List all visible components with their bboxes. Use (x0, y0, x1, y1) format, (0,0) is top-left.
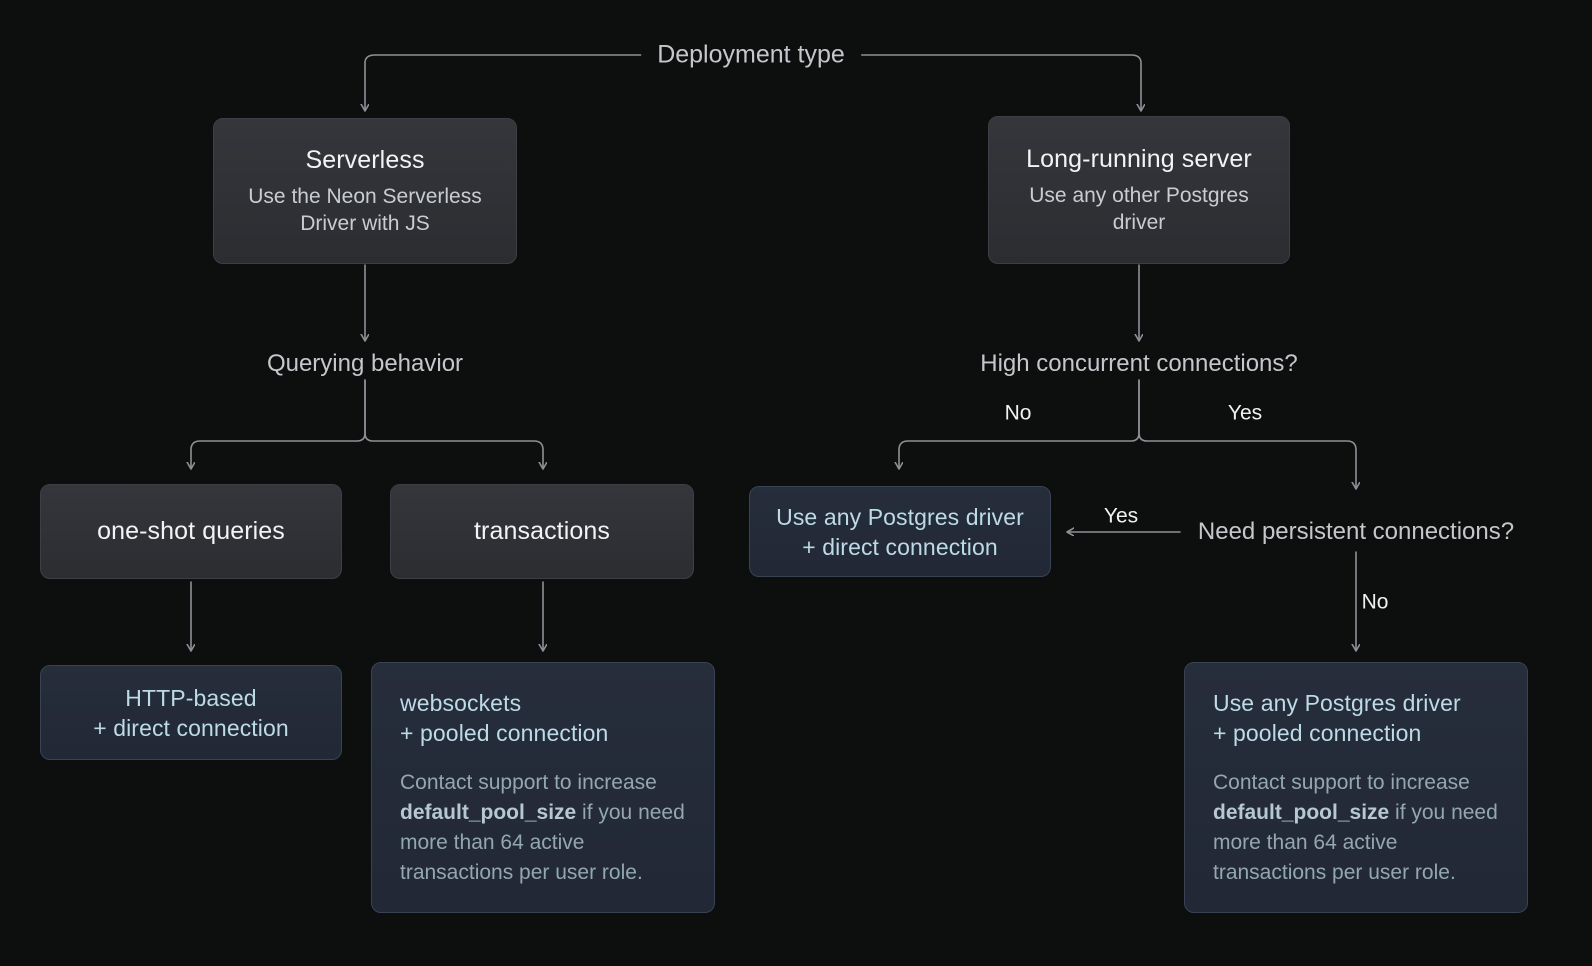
node-long-running-server-title: Long-running server (1026, 145, 1252, 173)
edge-label-concurrent-no: No (1004, 401, 1032, 425)
edge-label-concurrent-yes: Yes (1227, 401, 1263, 425)
node-serverless-title: Serverless (305, 146, 425, 174)
node-websockets-pooled[interactable]: websockets + pooled connection Contact s… (371, 662, 715, 913)
node-serverless[interactable]: Serverless Use the Neon Serverless Drive… (213, 118, 517, 264)
decision-querying-behavior: Querying behavior (266, 350, 464, 377)
note-code-default-pool-size: default_pool_size (400, 800, 577, 824)
node-websockets-pooled-title: websockets + pooled connection (400, 689, 609, 746)
node-transactions[interactable]: transactions (390, 484, 694, 579)
decision-need-persistent-connections: Need persistent connections? (1197, 518, 1515, 545)
node-transactions-title: transactions (474, 517, 610, 545)
note-prefix: Contact support to increase (1213, 770, 1470, 794)
note-suffix: if you need more than 64 active transact… (400, 800, 685, 884)
node-any-postgres-driver-pooled-note: Contact support to increase default_pool… (1213, 768, 1499, 888)
edge-label-persistent-no: No (1361, 590, 1389, 614)
note-suffix: if you need more than 64 active transact… (1213, 800, 1498, 884)
node-one-shot-queries-title: one-shot queries (97, 517, 285, 545)
note-prefix: Contact support to increase (400, 770, 657, 794)
node-any-postgres-driver-direct-title: Use any Postgres driver + direct connect… (776, 503, 1024, 560)
node-any-postgres-driver-direct[interactable]: Use any Postgres driver + direct connect… (749, 486, 1051, 577)
decision-high-concurrent-connections: High concurrent connections? (980, 350, 1298, 377)
node-long-running-server-subtitle: Use any other Postgres driver (1029, 184, 1249, 234)
note-code-default-pool-size: default_pool_size (1213, 800, 1390, 824)
edge-label-persistent-yes: Yes (1103, 504, 1139, 528)
node-one-shot-queries[interactable]: one-shot queries (40, 484, 342, 579)
node-any-postgres-driver-pooled-title: Use any Postgres driver + pooled connect… (1213, 689, 1461, 746)
node-serverless-subtitle: Use the Neon Serverless Driver with JS (248, 185, 482, 235)
root-decision-label: Deployment type (641, 40, 861, 70)
node-http-based-direct-title: HTTP-based + direct connection (93, 684, 289, 741)
node-websockets-pooled-note: Contact support to increase default_pool… (400, 768, 686, 888)
node-long-running-server[interactable]: Long-running server Use any other Postgr… (988, 116, 1290, 264)
node-any-postgres-driver-pooled[interactable]: Use any Postgres driver + pooled connect… (1184, 662, 1528, 913)
node-http-based-direct[interactable]: HTTP-based + direct connection (40, 665, 342, 760)
